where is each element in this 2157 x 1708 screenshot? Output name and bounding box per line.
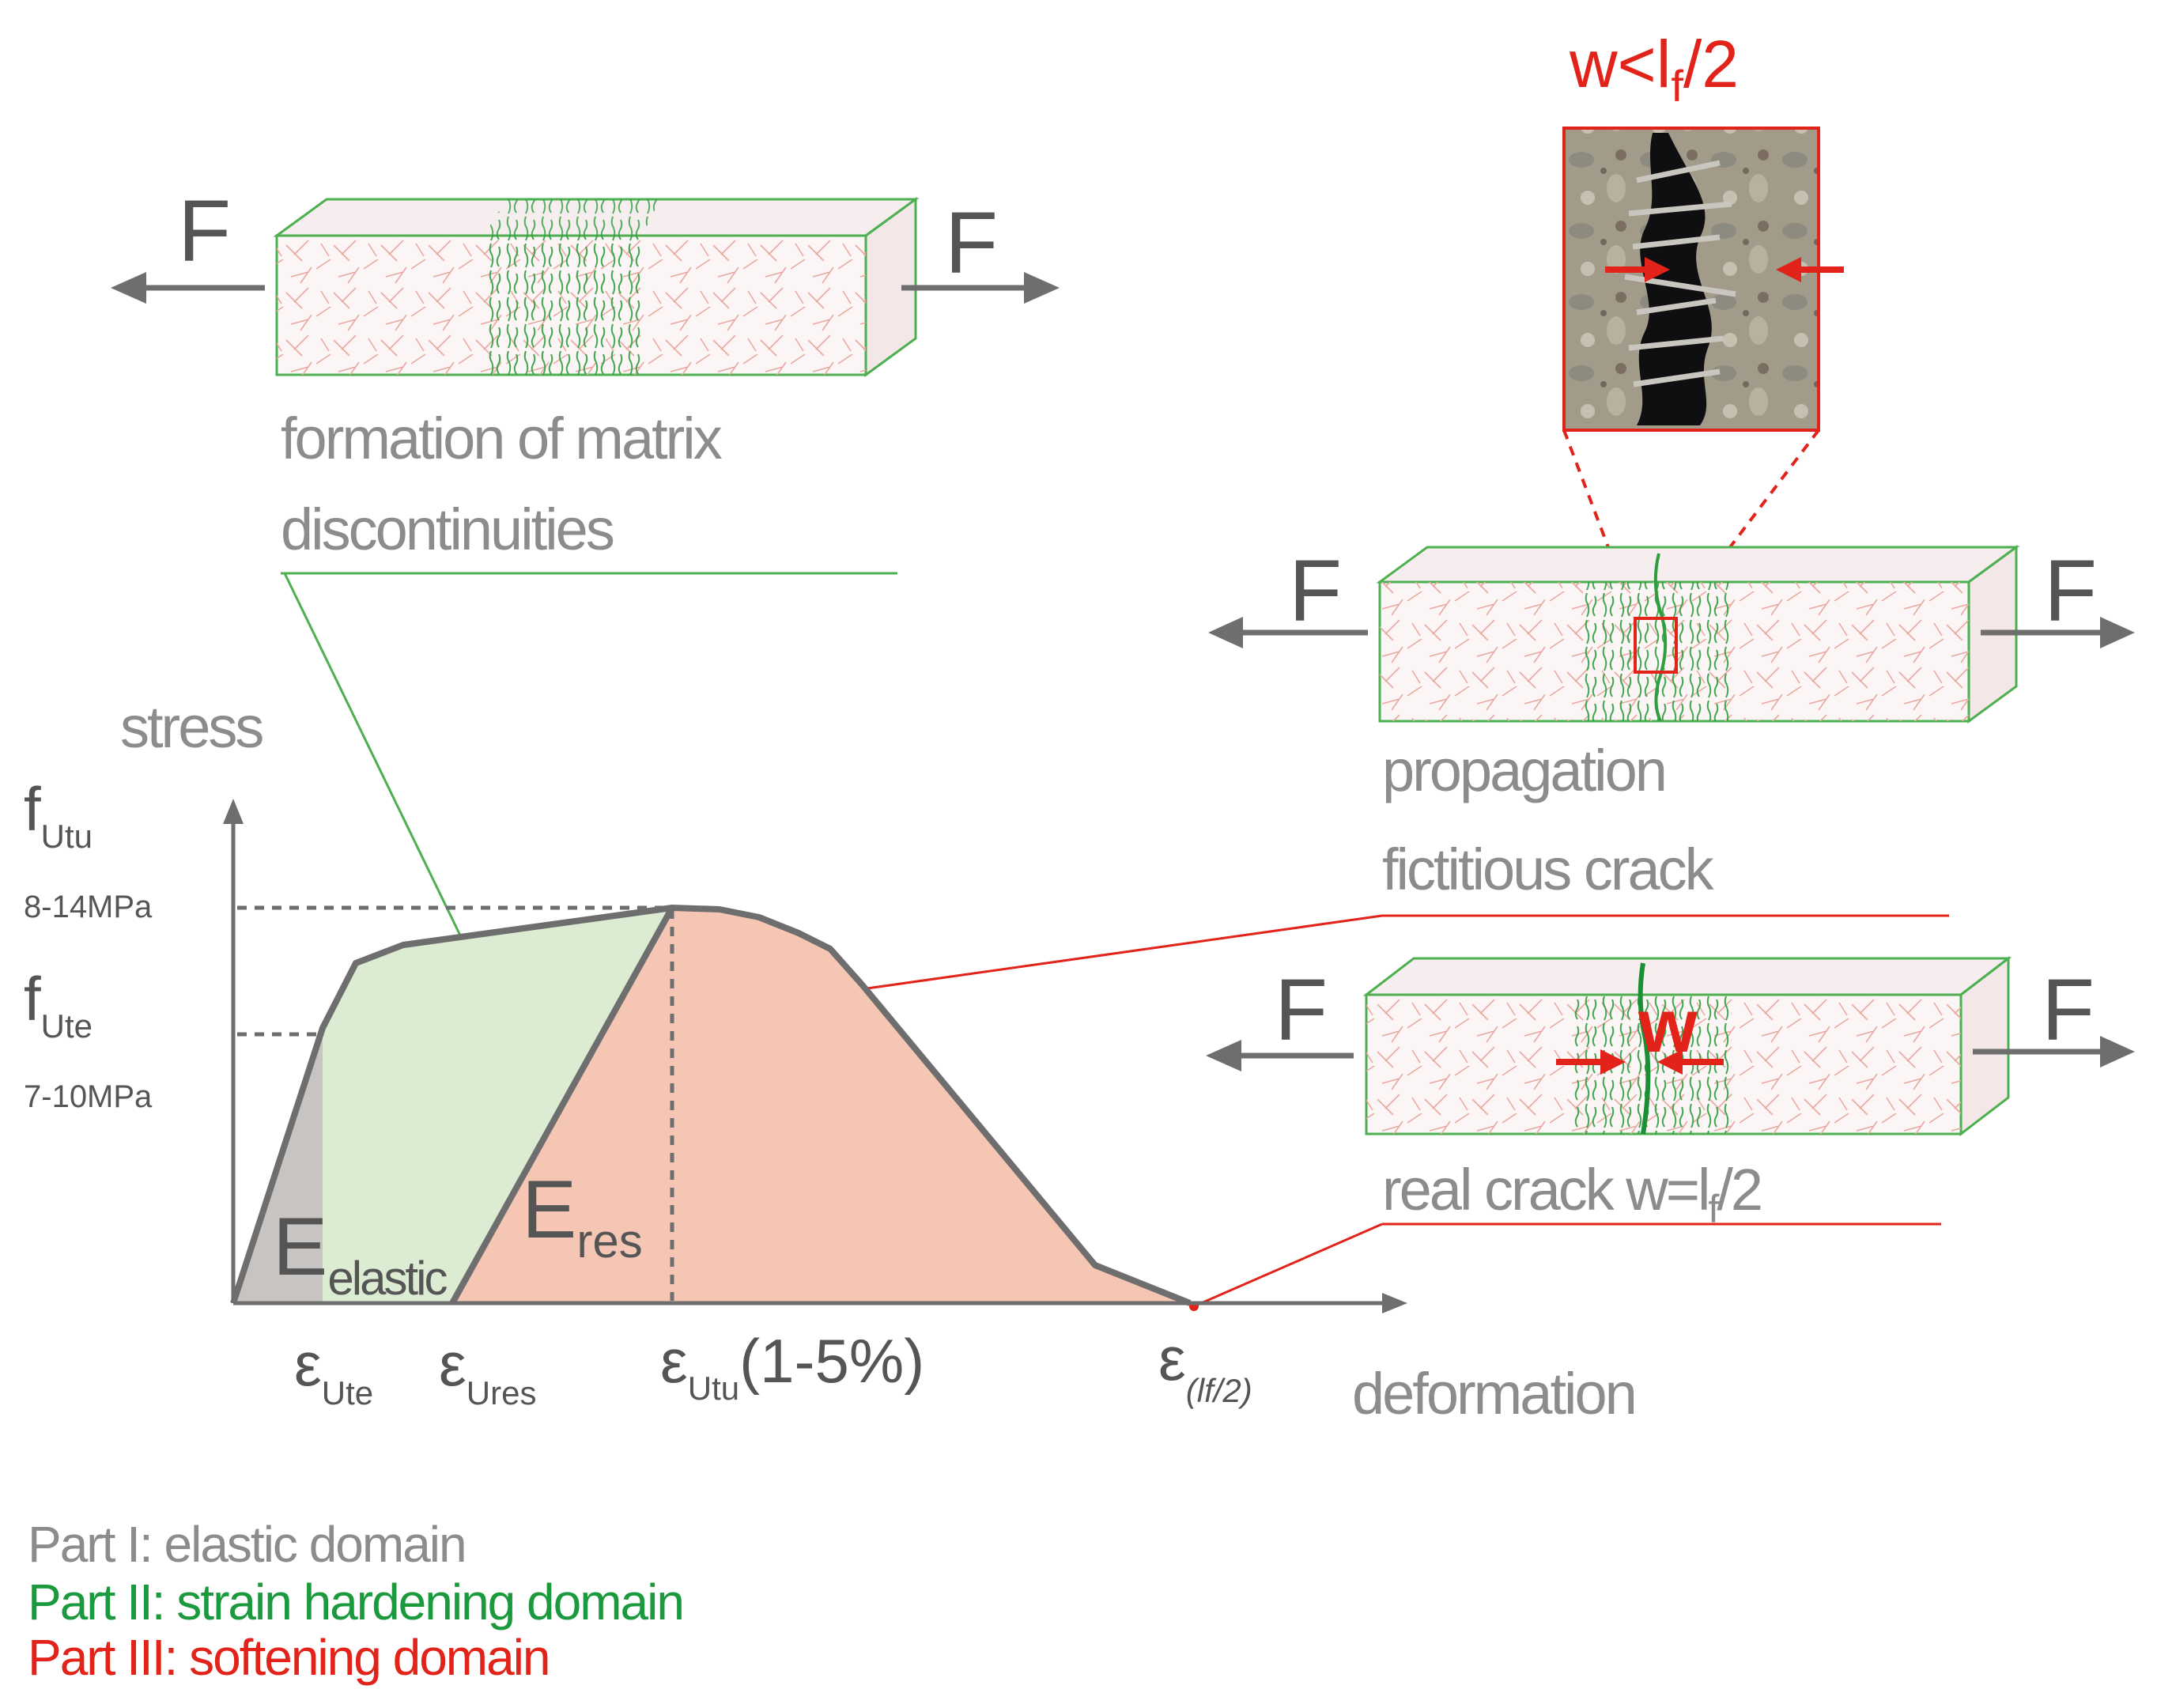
legend-part2: Part II: strain hardening domain (28, 1574, 683, 1631)
force-arrow-right-bottom (1973, 1036, 2135, 1068)
x-axis-arrow (1382, 1293, 1407, 1313)
y-axis-label: stress (120, 694, 263, 760)
y-tick-futu-range: 8-14MPa (24, 890, 153, 924)
caption-formation-line2: discontinuities (281, 497, 614, 562)
x-tick-eures: εUres (439, 1329, 536, 1411)
x-axis-label: deformation (1352, 1361, 1635, 1426)
crack-width-label: w (1638, 984, 1698, 1068)
legend-part3: Part III: softening domain (28, 1629, 550, 1686)
specimen-bottom-right (1362, 955, 2012, 1137)
bridging-fibers (1624, 160, 1736, 387)
force-label-right-top: F (945, 195, 998, 292)
force-label-left-top: F (178, 183, 231, 280)
force-arrow-left-middle (1208, 617, 1368, 648)
leader-line-red-upper (822, 914, 1383, 996)
leader-line-red-lower (1193, 1222, 1383, 1308)
force-label-right-middle: F (2044, 542, 2097, 640)
graph-areas (233, 908, 1190, 1303)
stress-strain-curve (230, 905, 1192, 1306)
caption-real-crack: real crack w=lf/2 (1382, 1157, 1761, 1231)
modulus-res-label: Eres (522, 1164, 643, 1268)
caption-propagation-line2: fictitious crack (1382, 837, 1715, 902)
force-label-right-bottom: F (2042, 962, 2095, 1059)
unloading-line-eres (449, 906, 675, 1305)
modulus-elastic-label: Eelastic (273, 1201, 447, 1305)
force-arrow-left-top (111, 272, 265, 304)
leader-line-green (283, 572, 476, 965)
specimen-middle-right (1376, 545, 2020, 724)
y-axis-arrow (223, 799, 244, 824)
x-tick-eutu: εUtu(1-5%) (660, 1326, 924, 1407)
y-tick-futu: fUtu (24, 774, 93, 855)
force-arrow-left-bottom (1206, 1040, 1354, 1071)
specimen-top-left (273, 197, 920, 377)
zoom-region-marker (1634, 617, 1678, 674)
legend-part1: Part I: elastic domain (28, 1516, 466, 1573)
x-tick-eute: εUte (294, 1329, 373, 1411)
zoom-inset (1562, 127, 1844, 432)
y-tick-fute: fUte (24, 964, 93, 1045)
x-tick-elf2: ε(lf/2) (1158, 1324, 1252, 1409)
force-label-left-middle: F (1289, 542, 1342, 640)
force-arrow-right-middle (1981, 617, 2135, 648)
caption-propagation-line1: propagation (1382, 738, 1665, 803)
force-label-left-bottom: F (1275, 962, 1328, 1059)
area-part2-hardening (323, 908, 672, 1303)
inset-label: w<lf/2 (1569, 27, 1739, 111)
area-part3-softening (452, 908, 1190, 1303)
force-arrow-right-top (901, 272, 1060, 304)
caption-formation-line1: formation of matrix (281, 406, 723, 471)
y-tick-fute-range: 7-10MPa (24, 1079, 153, 1114)
